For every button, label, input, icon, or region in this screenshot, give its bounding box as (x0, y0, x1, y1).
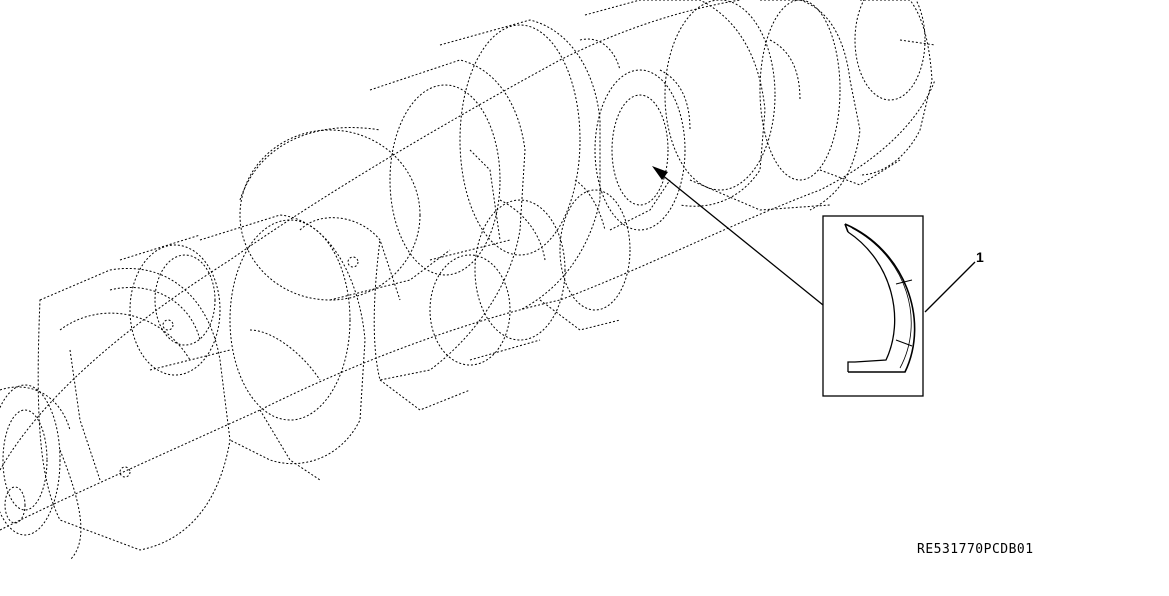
crank-pin-1 (119, 234, 231, 376)
counterweight-7 (854, 0, 936, 176)
counterweight-1 (37, 268, 231, 551)
thrust-washer-part (844, 223, 916, 373)
drawing-id-label: RE531770PCDB01 (917, 542, 1034, 557)
crankshaft-front-hub (0, 384, 82, 561)
leader-arrow (652, 166, 824, 306)
thrust-journal (559, 38, 686, 311)
counterweight-5 (584, 0, 831, 211)
callout-number: 1 (976, 249, 984, 265)
callout-1: 1 (924, 249, 984, 313)
thrust-washer-detail-box (822, 215, 924, 397)
crank-pin-2 (429, 199, 566, 366)
counterweight-6 (759, 0, 901, 211)
counterweight-2 (199, 214, 366, 481)
main-journal-disc (239, 127, 451, 301)
counterweight-3 (369, 59, 526, 411)
crankshaft-illustration (0, 0, 936, 561)
counterweight-4 (439, 19, 621, 331)
